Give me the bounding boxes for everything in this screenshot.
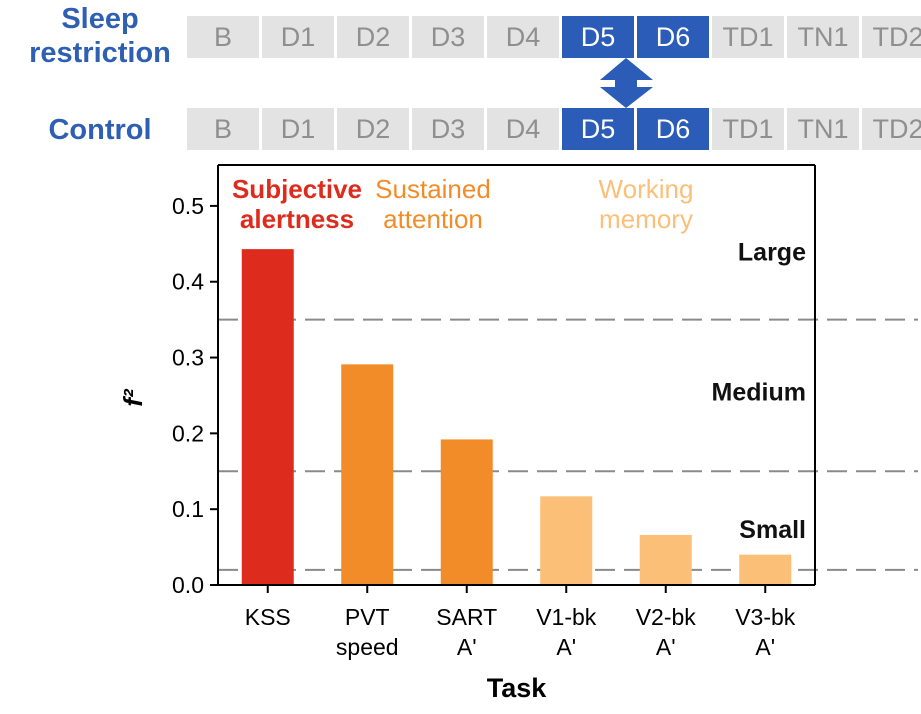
group-label-1-0: Sustained	[375, 174, 491, 204]
y-axis-title: f²	[118, 388, 148, 407]
x-axis-title: Task	[487, 673, 548, 703]
sleep-day-tn1: TN1	[787, 16, 859, 58]
effect-size-label-large: Large	[738, 238, 806, 266]
bar-5	[739, 554, 792, 585]
group-label-0-0: Subjective	[232, 174, 362, 204]
x-tick-label-5-1: A'	[755, 634, 775, 660]
group-label-0-1: alertness	[240, 204, 354, 234]
control-day-td1: TD1	[712, 108, 784, 150]
control-label-line1: Control	[48, 114, 152, 146]
x-tick-label-4-1: A'	[656, 634, 676, 660]
sleep-restriction-label-line1: Sleep	[61, 3, 139, 35]
sleep-restriction-label: Sleep restriction	[20, 2, 180, 70]
x-tick-label-1-0: PVT	[345, 604, 390, 630]
sleep-day-b: B	[187, 16, 259, 58]
x-tick-label-1-1: speed	[336, 634, 399, 660]
arrow-shaft	[615, 79, 637, 88]
sleep-day-d1: D1	[262, 16, 334, 58]
y-tick-label-5: 0.5	[172, 193, 204, 219]
effect-size-label-small: Small	[739, 516, 806, 544]
x-tick-label-2-0: SART	[436, 604, 497, 630]
x-tick-label-2-1: A'	[457, 634, 477, 660]
control-day-d5: D5	[562, 108, 634, 150]
control-day-d4: D4	[487, 108, 559, 150]
sleep-day-td1: TD1	[712, 16, 784, 58]
y-tick-label-2: 0.2	[172, 420, 204, 446]
sleep-day-d6: D6	[637, 16, 709, 58]
group-label-2-0: Working	[599, 174, 694, 204]
x-tick-label-3-1: A'	[556, 634, 576, 660]
sleep-day-td2: TD2	[862, 16, 921, 58]
arrow-down-head	[600, 87, 653, 108]
control-day-tn1: TN1	[787, 108, 859, 150]
bar-3	[540, 496, 593, 585]
control-day-d3: D3	[412, 108, 484, 150]
y-tick-label-3: 0.3	[172, 345, 204, 371]
sleep-restriction-label-line2: restriction	[29, 37, 171, 69]
y-tick-label-4: 0.4	[172, 269, 204, 295]
sleep-day-d5: D5	[562, 16, 634, 58]
sleep-day-d2: D2	[337, 16, 409, 58]
bar-2	[440, 439, 493, 585]
sleep-day-d3: D3	[412, 16, 484, 58]
x-tick-label-3-0: V1-bk	[536, 604, 597, 630]
bar-1	[341, 364, 394, 585]
effect-size-label-medium: Medium	[712, 379, 806, 407]
control-label: Control	[20, 113, 180, 147]
control-day-d1: D1	[262, 108, 334, 150]
x-tick-label-0-0: KSS	[245, 604, 291, 630]
arrow-up-head	[600, 58, 653, 80]
x-tick-label-5-0: V3-bk	[735, 604, 796, 630]
group-label-1-1: attention	[383, 204, 483, 234]
control-day-d6: D6	[637, 108, 709, 150]
bar-0	[241, 249, 294, 585]
x-tick-label-4-0: V2-bk	[636, 604, 697, 630]
sleep-day-d4: D4	[487, 16, 559, 58]
group-label-2-1: memory	[599, 204, 693, 234]
control-day-b: B	[187, 108, 259, 150]
bar-4	[639, 534, 692, 585]
y-tick-label-1: 0.1	[172, 496, 204, 522]
control-day-td2: TD2	[862, 108, 921, 150]
control-day-d2: D2	[337, 108, 409, 150]
y-tick-label-0: 0.0	[172, 572, 204, 598]
